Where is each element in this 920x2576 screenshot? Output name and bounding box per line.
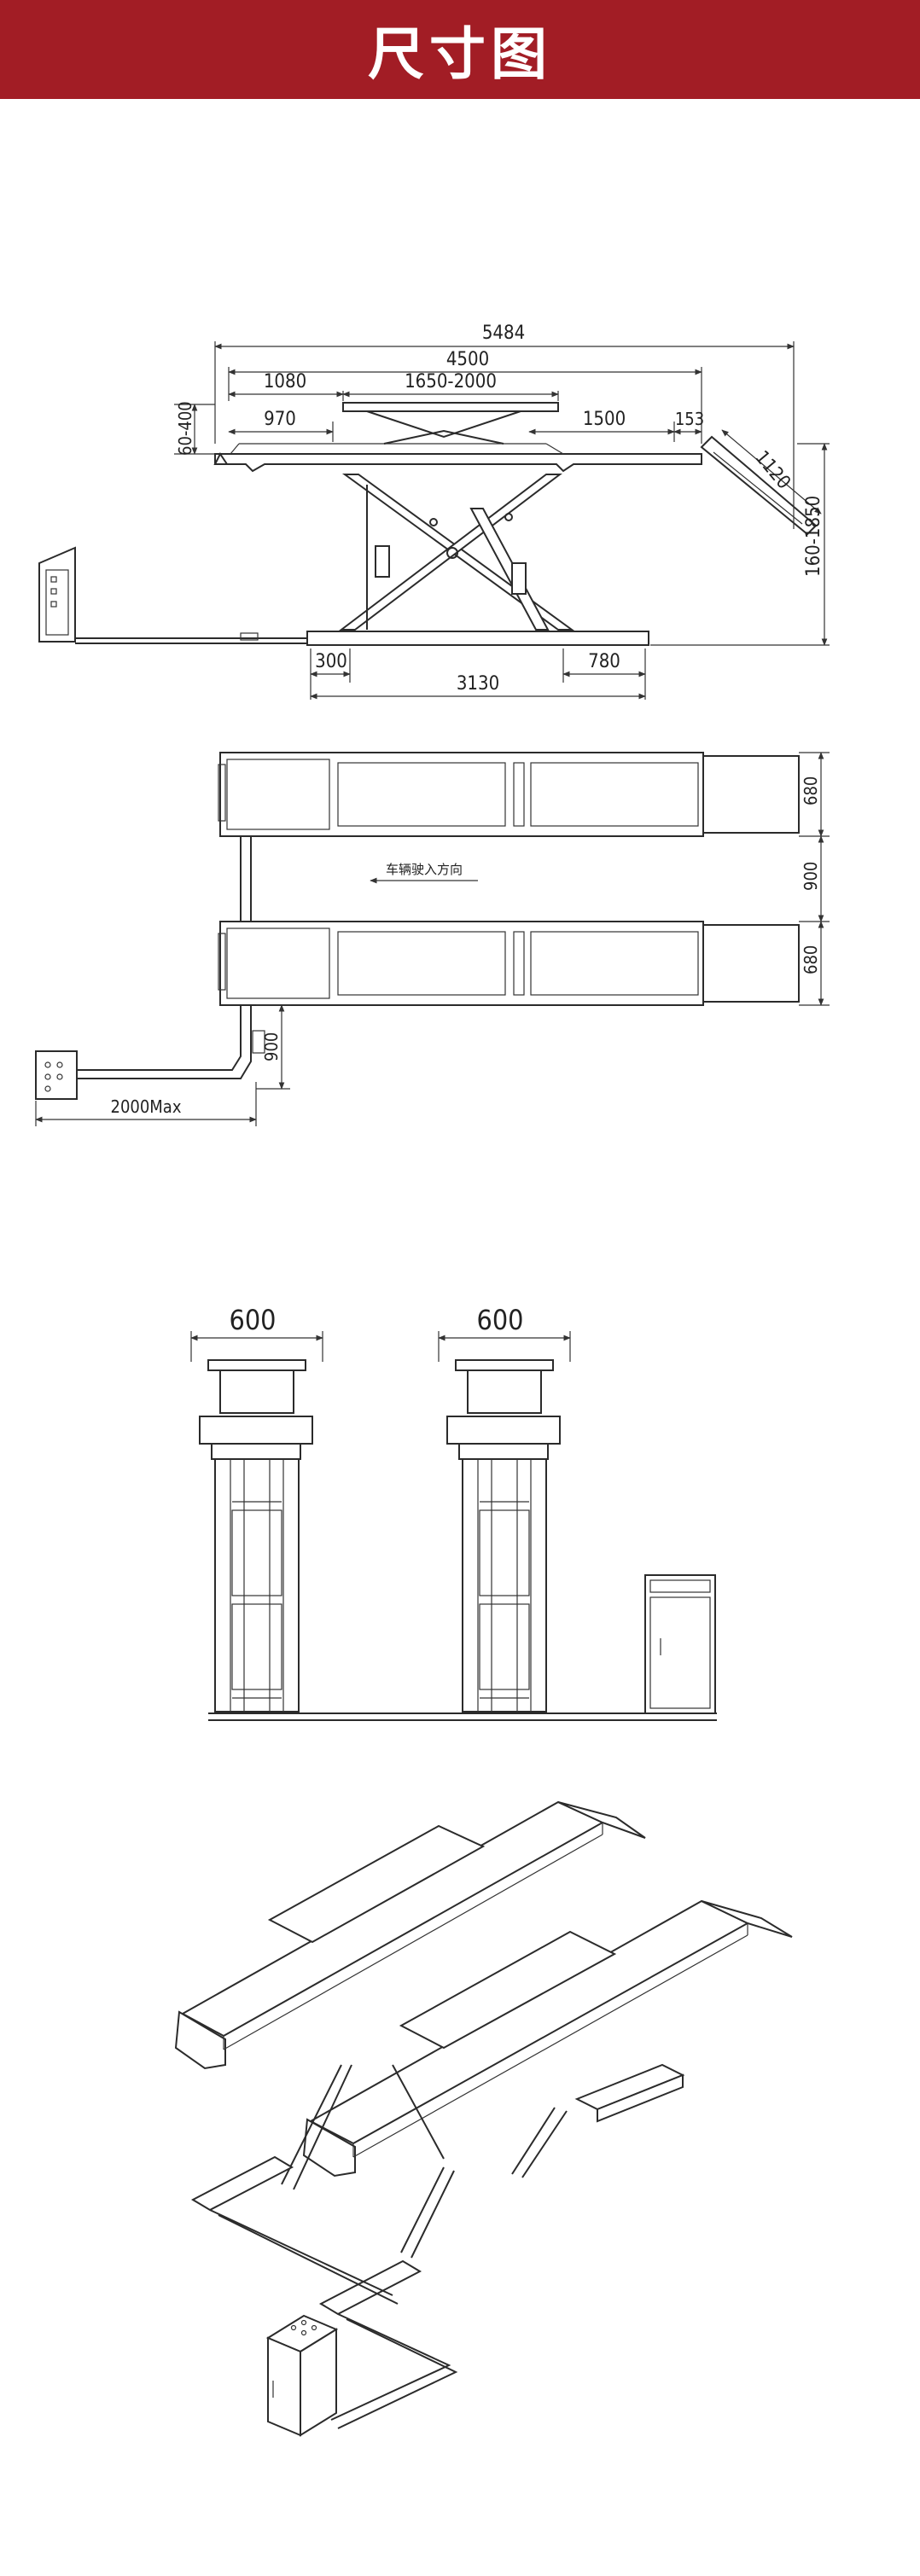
dim-base-rear: 780 bbox=[588, 651, 620, 672]
dim-base-length: 3130 bbox=[457, 673, 499, 695]
control-cabinet-front bbox=[644, 1574, 716, 1714]
top-view: 车辆驶入方向 680 900 680 900 2000Max bbox=[35, 752, 830, 1126]
header-bar: 尺寸图 bbox=[0, 0, 920, 99]
platform-side bbox=[213, 443, 702, 473]
dim-track-gap: 900 bbox=[801, 862, 821, 891]
iso-scissors bbox=[281, 2063, 685, 2259]
track-lower bbox=[218, 921, 800, 1006]
hose-top bbox=[68, 836, 265, 1079]
iso-base bbox=[190, 2155, 458, 2429]
dim-front-left-width: 600 bbox=[230, 1304, 277, 1336]
lift-column-left bbox=[199, 1359, 313, 1712]
dim-platform-length: 4500 bbox=[446, 349, 489, 370]
ramp bbox=[700, 435, 818, 536]
dim-rear-small: 153 bbox=[675, 409, 704, 429]
extension-bar bbox=[342, 402, 559, 412]
base-frame bbox=[306, 631, 649, 646]
iso-track-lower bbox=[302, 1899, 793, 2178]
dim-extension-range: 1650-2000 bbox=[405, 371, 497, 393]
dim-hose-max: 2000Max bbox=[111, 1096, 182, 1117]
dim-track-width-lower: 680 bbox=[801, 945, 821, 974]
dim-platform-height: 60-400 bbox=[175, 401, 195, 456]
isometric-view bbox=[174, 1800, 793, 2437]
side-view: 5484 4500 1080 1650-2000 970 1500 153 11… bbox=[38, 323, 830, 700]
lift-column-right bbox=[446, 1359, 561, 1712]
top-dimensions: 680 900 680 900 2000Max bbox=[35, 752, 830, 1126]
front-dimensions: 600 600 bbox=[190, 1304, 571, 1362]
control-cabinet-top bbox=[35, 1050, 78, 1100]
dim-base-front: 300 bbox=[315, 651, 347, 672]
entry-direction: 车辆驶入方向 bbox=[370, 862, 478, 884]
front-view: 600 600 bbox=[190, 1304, 717, 1721]
dim-front-right-width: 600 bbox=[477, 1304, 524, 1336]
dim-lift-height: 160-1850 bbox=[803, 496, 824, 577]
dim-front-offset: 1080 bbox=[264, 371, 306, 393]
side-dimensions: 5484 4500 1080 1650-2000 970 1500 153 11… bbox=[174, 323, 830, 700]
page-title: 尺寸图 bbox=[368, 21, 552, 87]
scissor-arms-side bbox=[339, 474, 575, 631]
iso-control-cabinet bbox=[265, 2314, 339, 2437]
dim-rear-segment: 1500 bbox=[583, 409, 626, 430]
dim-front-short: 970 bbox=[264, 409, 296, 430]
control-cabinet-side bbox=[38, 546, 76, 643]
iso-track-upper bbox=[174, 1800, 646, 2070]
entry-direction-label: 车辆驶入方向 bbox=[386, 862, 463, 877]
dim-hose-offset: 900 bbox=[261, 1032, 282, 1061]
dim-track-width-upper: 680 bbox=[801, 776, 821, 805]
dim-overall-length: 5484 bbox=[482, 323, 525, 344]
track-upper bbox=[218, 752, 800, 837]
